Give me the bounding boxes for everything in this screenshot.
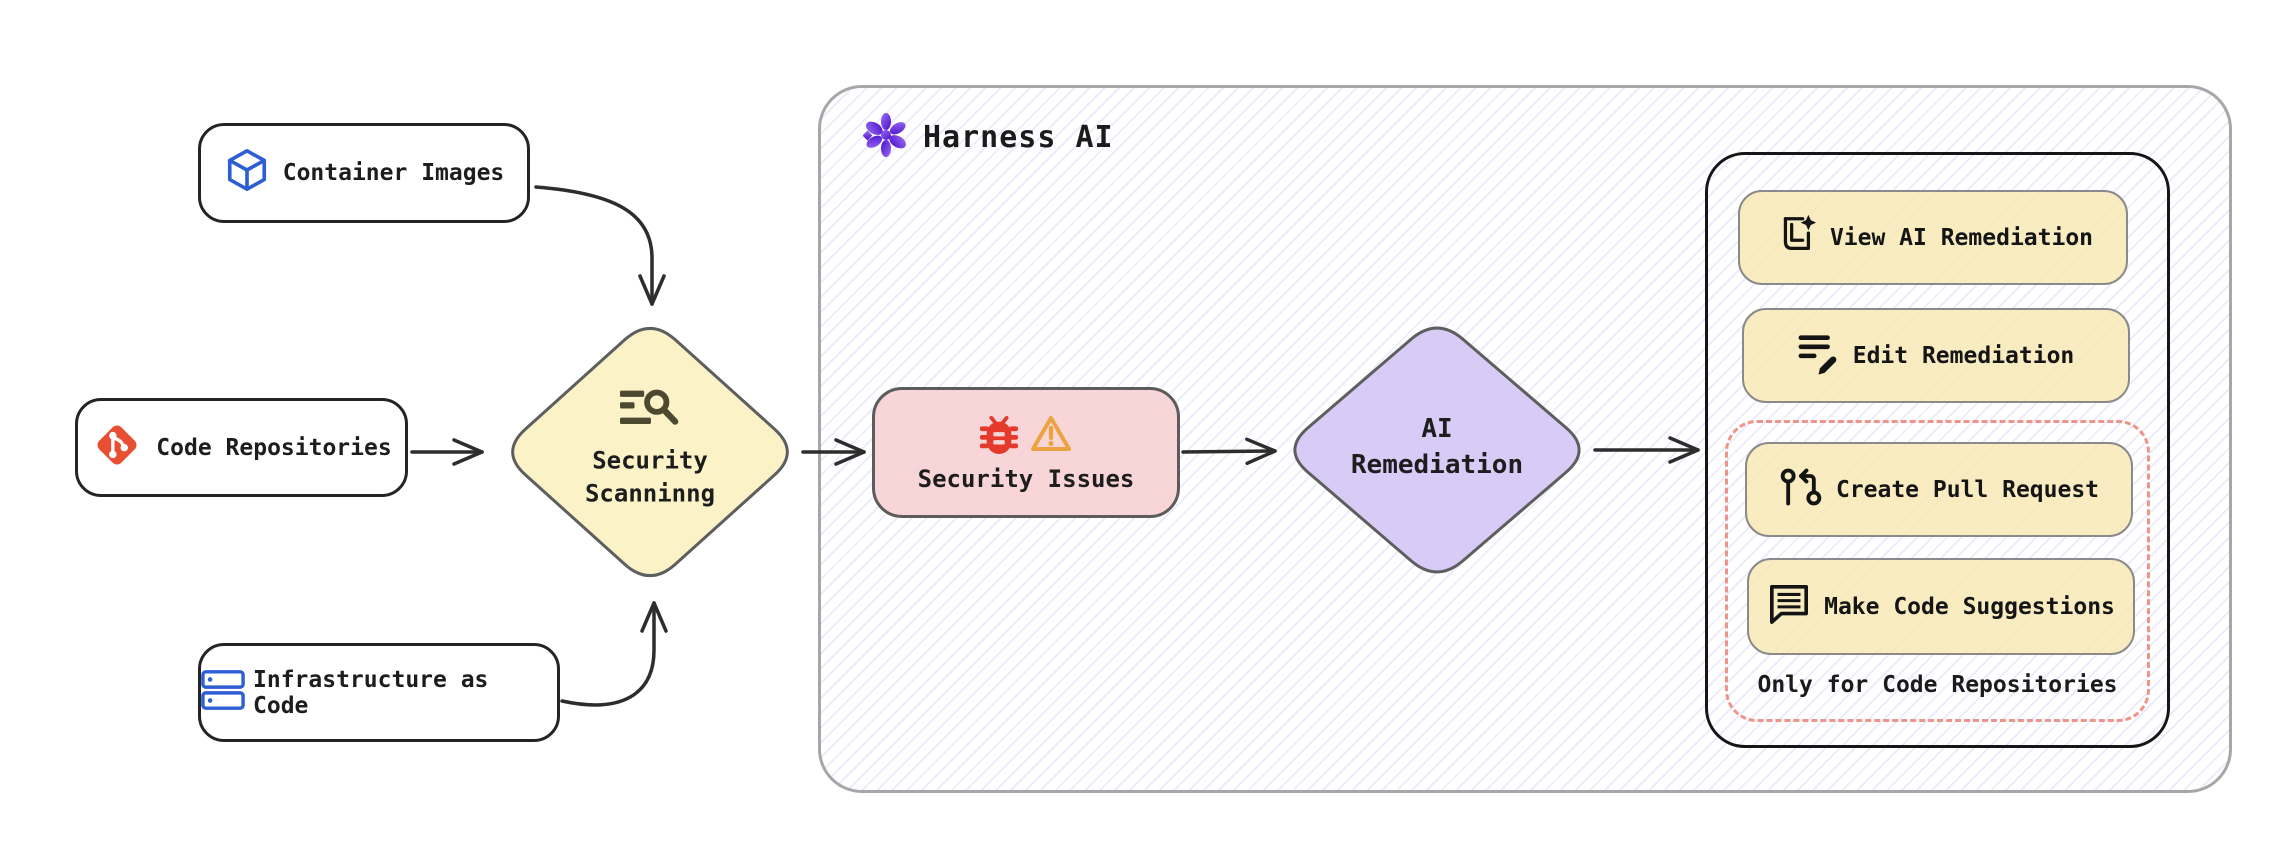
remediation-label-line2: Remediation: [1350, 450, 1524, 480]
node-label: Container Images: [282, 160, 505, 186]
action-edit-remediation: Edit Remediation: [1742, 308, 2130, 403]
scan-search-icon: [585, 389, 715, 431]
pull-request-icon: [1779, 465, 1823, 515]
action-label: View AI Remediation: [1829, 224, 2094, 251]
cube-icon: [224, 147, 270, 199]
warning-icon: [1030, 414, 1072, 458]
node-security-issues: Security Issues: [872, 387, 1180, 518]
harness-ai-logo-icon: [862, 112, 909, 162]
remediation-label-line1: AI: [1421, 414, 1453, 444]
ai-remediation-content: AI Remediation: [1351, 411, 1523, 483]
action-label: Create Pull Request: [1835, 476, 2100, 503]
panel-title: Harness AI: [923, 119, 1114, 155]
action-view-ai-remediation: View AI Remediation: [1738, 190, 2128, 285]
arrow-container-images-to-scanning: [534, 185, 666, 306]
servers-icon: [201, 669, 245, 717]
scanning-label-line1: Security: [592, 446, 708, 475]
action-make-code-suggestions: Make Code Suggestions: [1747, 558, 2135, 655]
message-text-icon: [1767, 583, 1811, 631]
code-repo-only-note: Only for Code Repositories: [1757, 672, 2118, 698]
action-label: Edit Remediation: [1852, 342, 2075, 369]
issue-icons: [980, 413, 1072, 459]
arrow-infrastructure-to-scanning: [560, 601, 668, 707]
node-code-repositories: Code Repositories: [75, 398, 408, 497]
node-label: Infrastructure as Code: [253, 666, 489, 719]
action-label: Make Code Suggestions: [1824, 593, 2115, 620]
scanning-label-line2: Scanninng: [584, 479, 716, 508]
node-infrastructure-as-code: Infrastructure as Code: [198, 643, 560, 742]
node-container-images: Container Images: [198, 123, 530, 223]
code-repo-only-zone: [1725, 420, 2150, 722]
issues-label: Security Issues: [917, 464, 1135, 493]
remediation-actions-panel: [1705, 152, 2170, 748]
bug-icon: [980, 413, 1018, 459]
book-sparkle-icon: [1773, 212, 1817, 264]
harness-ai-header: Harness AI: [862, 112, 1114, 162]
security-scanning-content: Security Scanninng: [584, 389, 716, 511]
node-label: Code Repositories: [156, 434, 392, 461]
git-icon: [91, 419, 143, 477]
edit-list-icon: [1798, 331, 1840, 381]
action-create-pull-request: Create Pull Request: [1745, 442, 2133, 537]
